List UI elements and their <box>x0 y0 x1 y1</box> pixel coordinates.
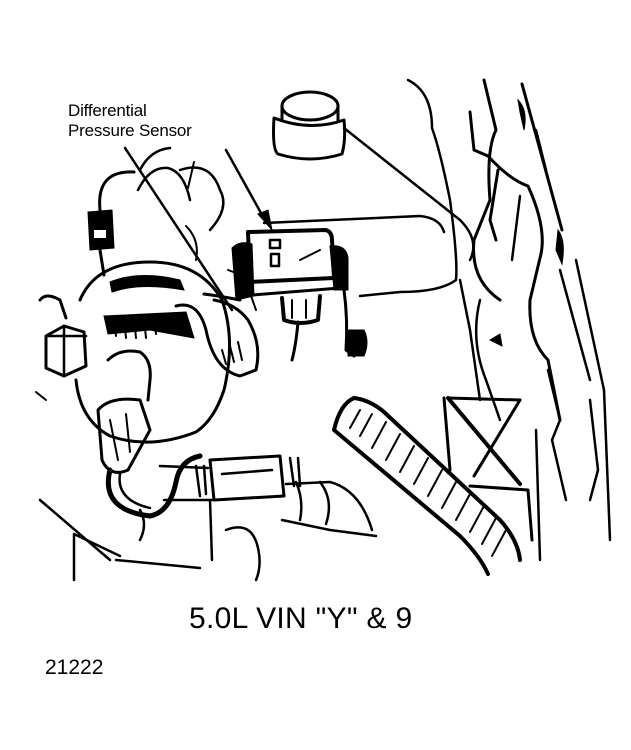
callout-line-2: Pressure Sensor <box>68 121 192 140</box>
reservoir-cap <box>272 90 475 262</box>
upper-hoses <box>136 166 225 261</box>
strut-bracing <box>442 396 542 562</box>
figure-number: 21222 <box>45 656 104 679</box>
callout-line-1: Differential <box>68 101 147 120</box>
differential-pressure-sensor <box>231 228 368 362</box>
fender-panel <box>458 78 612 542</box>
sensor-callout-label: Differential Pressure Sensor <box>68 101 192 141</box>
upper-left-rods <box>138 146 321 311</box>
vacuum-lines <box>105 292 242 519</box>
electrical-connector <box>87 170 136 277</box>
figure-caption: 5.0L VIN "Y" & 9 <box>189 602 413 635</box>
reservoir-body <box>262 78 458 298</box>
air-cleaner-housing <box>35 260 260 474</box>
callout-leader-lines <box>123 146 273 312</box>
corrugated-hose <box>332 396 522 576</box>
hose-coupling <box>38 454 378 582</box>
